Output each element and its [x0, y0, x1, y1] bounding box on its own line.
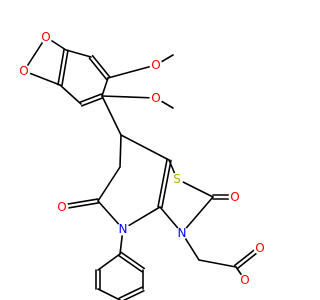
- atom-label-text: O: [240, 273, 249, 287]
- bond-ch2b-c5l: [97, 166, 121, 202]
- atom-n-thiazole: N: [175, 226, 189, 240]
- bond-ph3-ph4: [97, 288, 121, 300]
- atom-label-text: S: [173, 172, 181, 186]
- bond-c7ap-cthz: [157, 158, 168, 208]
- atom-label-text: O: [230, 190, 239, 204]
- atom-o-thiazolone: O: [228, 190, 242, 204]
- atom-o-ester-carbonyl: O: [253, 241, 267, 255]
- bond-ph4-ph5: [118, 286, 143, 299]
- bond-nch2-cest: [198, 259, 237, 268]
- bond-c6-om1: [107, 64, 157, 79]
- bond-np-c7ap: [122, 206, 161, 230]
- bond-c4-c5: [80, 97, 104, 107]
- atom-s-thiazole: S: [170, 172, 184, 186]
- bond-c5-c6: [101, 77, 109, 97]
- atom-o-dioxole-top: O: [39, 30, 53, 44]
- bond-c7-c3a: [65, 49, 92, 58]
- atom-o-methoxy-mid: O: [149, 91, 163, 105]
- atom-label-text: O: [151, 58, 160, 72]
- atom-label-text: O: [151, 91, 160, 105]
- atom-o-methoxy-top: O: [149, 58, 163, 72]
- bond-c3a-c7a: [61, 49, 69, 87]
- atom-labels: O O O O S O O N: [17, 30, 267, 287]
- bond-c7ap-cthz: [161, 159, 172, 209]
- bond-c3a-c7a: [57, 48, 65, 86]
- atom-label-text: O: [19, 64, 28, 78]
- atom-o-dioxole-left: O: [17, 64, 31, 78]
- bond-ph1-ph2: [97, 253, 121, 271]
- bond-cthz-ch: [120, 134, 170, 161]
- bond-c6-c7: [91, 54, 111, 78]
- atom-label-text: O: [41, 30, 50, 44]
- bond-c4-c5: [79, 93, 103, 103]
- bond-c5-om2: [101, 95, 157, 99]
- atom-o-ester-ether: O: [238, 273, 252, 287]
- bond-c2-nt: [181, 196, 214, 234]
- bond-c5-ch: [101, 95, 122, 136]
- atom-n-pyridine: N: [116, 222, 130, 236]
- bond-c7a-c4: [59, 84, 82, 105]
- chemical-structure-diagram: O O O O S O O N: [17, 30, 267, 300]
- bond-s-c2: [176, 178, 214, 198]
- atom-label-text: O: [57, 200, 66, 214]
- bond-ch-ch2b: [119, 134, 122, 168]
- atom-label-text: O: [255, 241, 264, 255]
- bond-ph6-ph1: [120, 251, 145, 270]
- bond-c6-c7: [88, 57, 108, 81]
- bond-lines: [23, 36, 263, 300]
- atom-label-text: N: [119, 222, 128, 236]
- atom-o-lactam: O: [55, 200, 69, 214]
- bond-ph6-ph1: [118, 254, 143, 273]
- atom-label-text: N: [178, 226, 187, 240]
